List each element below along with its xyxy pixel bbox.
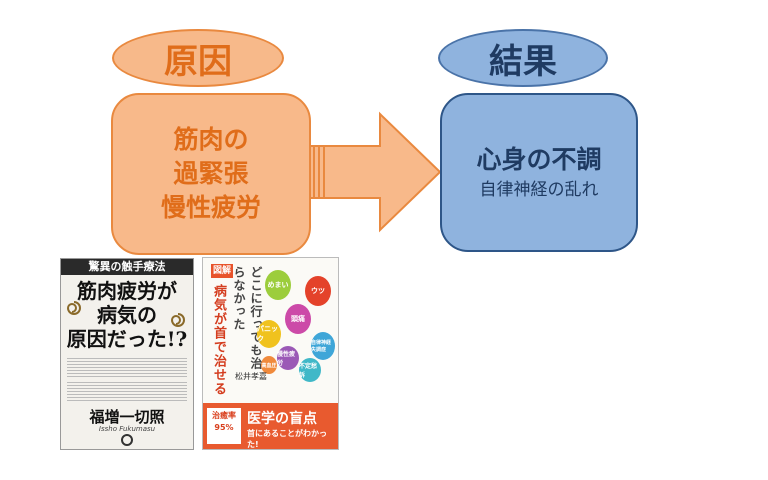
- cure-rate-label: 治癒率: [212, 411, 236, 420]
- cause-box: 筋肉の 過緊張 慢性疲労: [111, 93, 311, 255]
- result-sub-text: 自律神経の乱れ: [479, 179, 599, 200]
- balloon: パニック: [257, 320, 281, 348]
- swirl-ornament-icon: [66, 301, 81, 315]
- book-author-romaji: Issho Fukumasu: [98, 425, 156, 433]
- book-blurb-text: [67, 356, 187, 378]
- balloon: 高血圧: [261, 356, 277, 374]
- cause-line-2: 過緊張: [173, 159, 249, 188]
- cause-line-3: 慢性疲労: [160, 193, 261, 222]
- blind-spot-subtext: 首にあることがわかった!: [247, 429, 327, 449]
- book-author: 松井孝嘉: [235, 372, 267, 381]
- balloon: 頭痛: [285, 304, 311, 334]
- cure-rate-badge: 治癒率 95%: [207, 408, 241, 444]
- book-author: 福増一切照: [89, 408, 165, 426]
- cause-line-1: 筋肉の: [173, 125, 249, 154]
- book-tag: 図解: [211, 264, 233, 278]
- book-cover-muscle-fatigue: 驚異の触手療法 筋肉疲労が 病気の 原因だった!? 福増一切照 Issho Fu…: [60, 258, 194, 450]
- balloon: 不定愁訴: [299, 358, 321, 382]
- book-cover-neck-illness: 図解 どこに行っても治らなかった 病気が首で治せる めまい ウツ 頭痛 パニック…: [202, 257, 339, 450]
- blind-spot-heading: 医学の盲点: [247, 411, 317, 427]
- book-title-line-3: 原因だった!?: [66, 327, 188, 351]
- balloon: 自律神経失調症: [311, 332, 335, 360]
- book-title-line-2: 病気の: [97, 303, 157, 327]
- book-title-b: 病気が首で治せる: [211, 284, 226, 396]
- cause-heading: 原因: [112, 29, 284, 87]
- book-blurb-text: [67, 380, 187, 402]
- result-box: 心身の不調 自律神経の乱れ: [440, 93, 638, 252]
- book-title-line-1: 筋肉疲労が: [77, 279, 177, 303]
- publisher-logo-icon: [121, 434, 133, 446]
- book-band: 驚異の触手療法: [61, 259, 193, 275]
- result-heading: 結果: [438, 29, 608, 87]
- book-title-a: どこに行っても治らなかった: [232, 266, 263, 370]
- balloon: めまい: [265, 270, 291, 300]
- result-main-text: 心身の不調: [476, 144, 602, 174]
- balloon: 慢性疲労: [277, 346, 299, 370]
- swirl-ornament-icon: [170, 313, 185, 327]
- balloon: ウツ: [305, 276, 331, 306]
- cure-rate-value: 95%: [214, 423, 234, 432]
